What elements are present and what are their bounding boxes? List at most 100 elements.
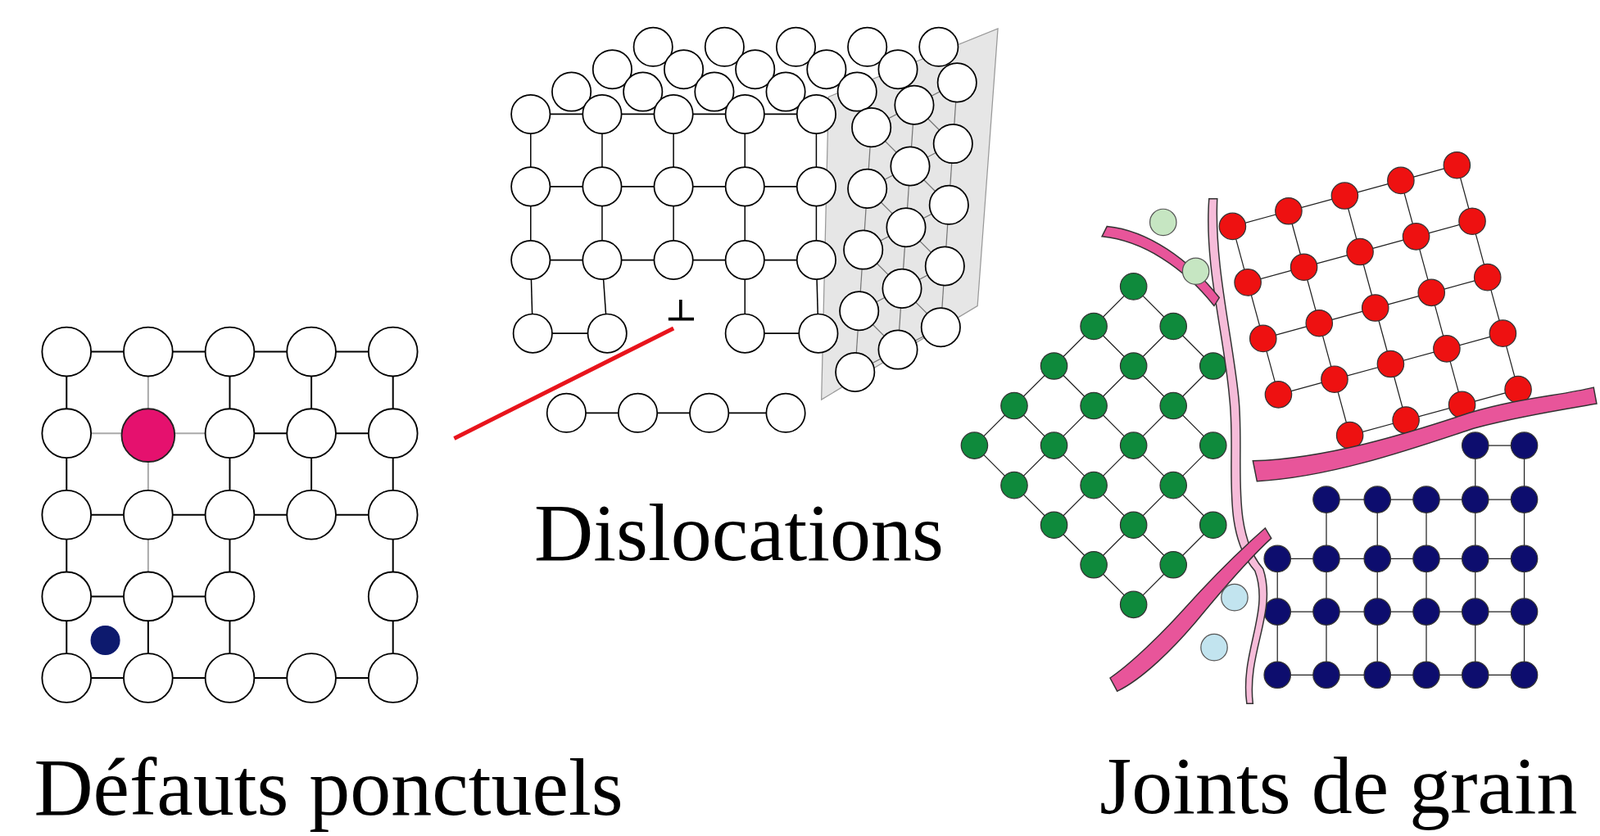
atom bbox=[852, 108, 891, 147]
dislocation-symbol bbox=[668, 299, 694, 320]
atom bbox=[1474, 263, 1501, 291]
lattice-bonds bbox=[974, 165, 1524, 676]
atom bbox=[123, 490, 173, 540]
atom bbox=[1250, 325, 1277, 352]
atom bbox=[797, 240, 836, 280]
atom bbox=[1313, 598, 1340, 626]
atom bbox=[205, 490, 255, 540]
atom bbox=[878, 330, 917, 369]
atom bbox=[835, 353, 875, 392]
atom bbox=[919, 27, 958, 67]
atom bbox=[123, 572, 173, 622]
atom bbox=[582, 95, 621, 134]
atom bbox=[1504, 376, 1532, 403]
atom bbox=[1080, 552, 1107, 579]
atom bbox=[1362, 294, 1389, 322]
atom bbox=[1462, 545, 1489, 572]
atom bbox=[368, 653, 418, 703]
atom bbox=[1313, 486, 1340, 513]
atom bbox=[1264, 545, 1291, 572]
atom bbox=[1462, 598, 1489, 626]
atom bbox=[368, 327, 418, 377]
atom bbox=[1364, 545, 1391, 572]
atom bbox=[890, 146, 930, 186]
atom bbox=[1418, 279, 1445, 306]
atom bbox=[1264, 598, 1291, 626]
grain-boundary-ribbons bbox=[1101, 199, 1597, 704]
atom bbox=[847, 169, 887, 209]
atom bbox=[123, 653, 173, 703]
atom bbox=[1275, 198, 1302, 225]
atom bbox=[1305, 310, 1333, 337]
atom bbox=[1413, 486, 1440, 513]
atom bbox=[1489, 320, 1516, 347]
atom bbox=[1364, 486, 1391, 513]
atom bbox=[1413, 545, 1440, 572]
atom bbox=[1510, 661, 1537, 689]
atom bbox=[1402, 223, 1429, 250]
atom bbox=[1160, 471, 1187, 499]
atom bbox=[689, 394, 729, 433]
caption-label: Défauts ponctuels bbox=[33, 747, 623, 830]
atom bbox=[725, 167, 765, 206]
atom bbox=[582, 167, 621, 206]
atom bbox=[725, 95, 765, 134]
atom bbox=[929, 185, 969, 225]
atom bbox=[1040, 512, 1067, 539]
boundary-atoms bbox=[1150, 208, 1249, 662]
atom bbox=[90, 626, 120, 656]
caption-label: Joints de grain bbox=[1099, 745, 1578, 828]
atom bbox=[1290, 253, 1317, 281]
atom bbox=[368, 490, 418, 540]
atom bbox=[1331, 182, 1358, 209]
atom bbox=[205, 653, 255, 703]
atom bbox=[843, 230, 883, 269]
atom bbox=[1234, 269, 1261, 296]
atom bbox=[1200, 353, 1227, 380]
atom bbox=[1462, 661, 1489, 689]
atom bbox=[511, 167, 550, 206]
atom bbox=[205, 572, 255, 622]
atom bbox=[653, 95, 693, 134]
atom bbox=[1219, 213, 1246, 240]
atom bbox=[41, 653, 91, 703]
atom bbox=[1119, 273, 1147, 300]
lattice-bonds bbox=[530, 82, 957, 413]
side-face bbox=[821, 28, 998, 400]
atom bbox=[1462, 486, 1489, 513]
atom bbox=[1313, 545, 1340, 572]
atom bbox=[878, 49, 917, 89]
atom bbox=[933, 124, 973, 164]
atom bbox=[839, 291, 879, 331]
atom bbox=[894, 86, 934, 125]
atom bbox=[1510, 545, 1537, 572]
atom bbox=[1160, 392, 1187, 419]
atom bbox=[1336, 421, 1363, 449]
atom bbox=[1080, 312, 1107, 340]
atom bbox=[1433, 335, 1460, 363]
atom bbox=[797, 95, 836, 134]
atom bbox=[368, 572, 418, 622]
atom bbox=[960, 432, 988, 459]
atom bbox=[618, 394, 658, 433]
atom bbox=[886, 208, 925, 247]
atom bbox=[1040, 432, 1067, 459]
atom bbox=[1462, 432, 1489, 459]
atom bbox=[1160, 552, 1187, 579]
atom bbox=[1443, 152, 1470, 179]
atom bbox=[121, 408, 175, 463]
atom bbox=[1119, 591, 1147, 618]
atom bbox=[1001, 471, 1028, 499]
atom bbox=[1510, 486, 1537, 513]
leader-line bbox=[453, 328, 674, 439]
atom bbox=[513, 313, 553, 353]
atom bbox=[1346, 238, 1374, 265]
atom bbox=[1377, 350, 1404, 377]
atom bbox=[653, 240, 693, 280]
atom bbox=[582, 240, 621, 280]
atom bbox=[1080, 392, 1107, 419]
atom bbox=[1264, 381, 1292, 408]
atom bbox=[1313, 661, 1340, 689]
atom bbox=[1459, 208, 1486, 235]
